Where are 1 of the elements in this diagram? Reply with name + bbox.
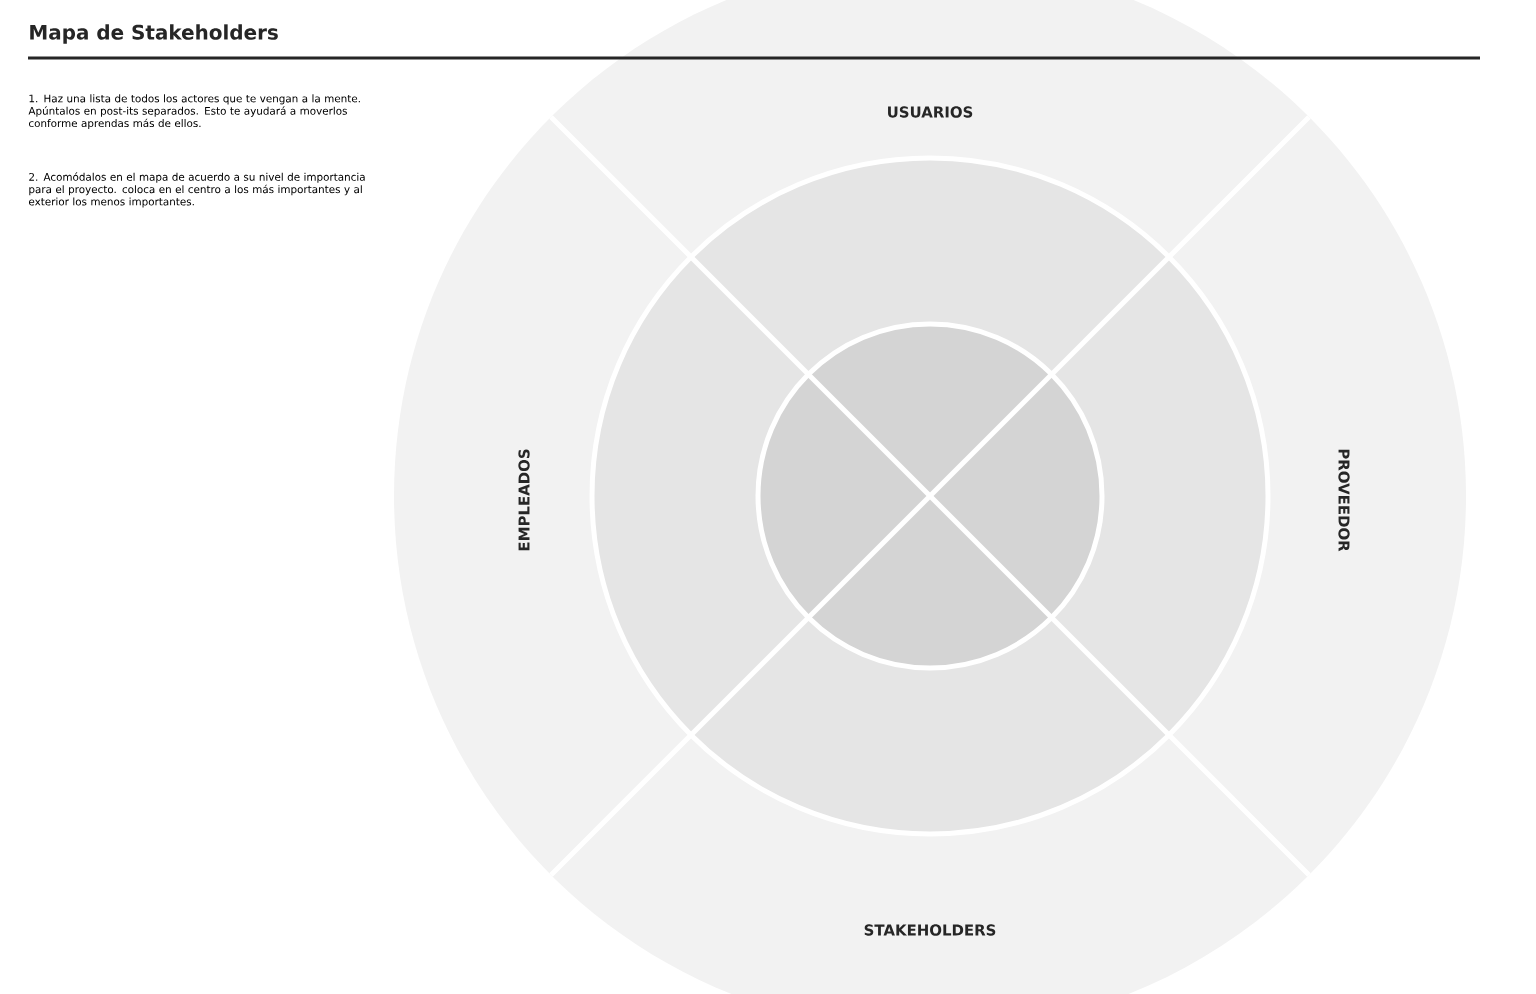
title: Mapa de Stakeholders: [30, 24, 278, 44]
